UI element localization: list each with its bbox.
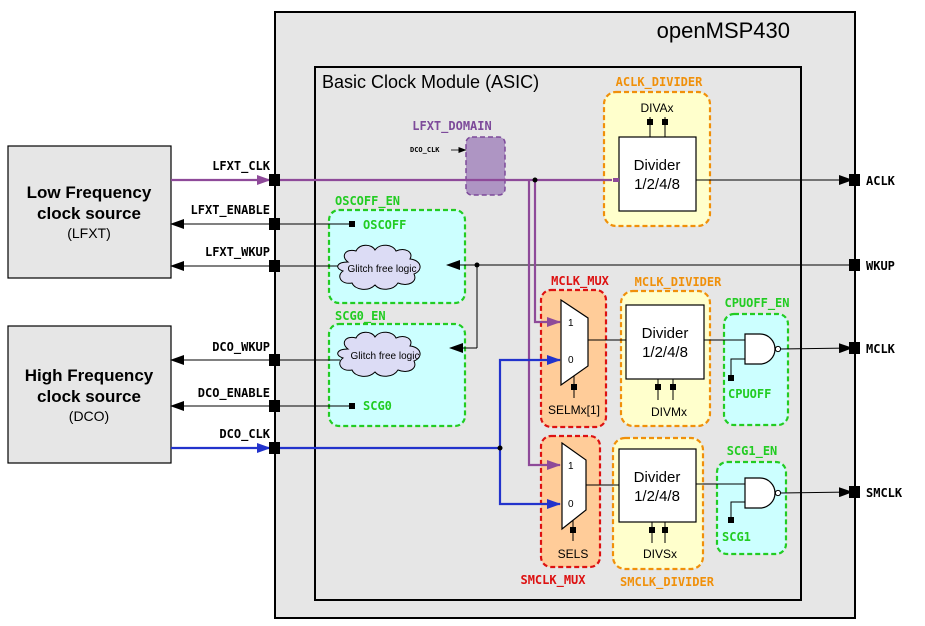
wkup-label: WKUP	[866, 259, 895, 273]
lfxt-source-sub: (LFXT)	[67, 225, 111, 241]
scg0-signal: SCG0	[363, 399, 392, 413]
dco-wkup-port	[269, 354, 280, 366]
smclk-divider-ratio: 1/2/4/8	[634, 488, 680, 505]
lfxt-wkup-port	[269, 260, 280, 272]
smclk-divider-label: Divider	[634, 469, 681, 486]
oscoff-glitch-free-logic: Glitch free logic	[337, 244, 421, 290]
aclk-port	[849, 174, 860, 186]
aclk-label: ACLK	[866, 174, 896, 188]
mclk-divider	[625, 304, 705, 380]
scg1-en-title: SCG1_EN	[727, 444, 778, 459]
divsx-label: DIVSx	[643, 547, 677, 561]
scg0-logic-label: Glitch free logic	[351, 351, 420, 362]
dco-source-line2: clock source	[37, 387, 141, 406]
lfxt-clk-label: LFXT_CLK	[212, 159, 271, 174]
divmx-label: DIVMx	[651, 405, 687, 419]
lfxt-wkup-label: LFXT_WKUP	[205, 245, 270, 260]
lfxt-domain-dco-clk-label: DCO_CLK	[410, 146, 440, 154]
oscoff-signal: OSCOFF	[363, 218, 406, 232]
cpuoff-en-title: CPUOFF_EN	[724, 296, 789, 311]
lfxt-domain-title: LFXT_DOMAIN	[412, 119, 491, 134]
basic-clock-module-title: Basic Clock Module (ASIC)	[322, 72, 539, 92]
divax-label: DIVAx	[640, 101, 673, 115]
mclk-mux-title: MCLK_MUX	[551, 274, 610, 289]
cpuoff-signal: CPUOFF	[728, 387, 771, 401]
dco-clk-port	[269, 442, 280, 454]
scg0-glitch-free-logic: Glitch free logic	[337, 331, 421, 377]
mclk-mux: 1 0	[560, 298, 589, 387]
lfxt-clk-port	[269, 174, 280, 186]
mclk-mux-in0: 0	[568, 355, 574, 366]
wkup-port	[849, 259, 860, 271]
dco-source-sub: (DCO)	[69, 408, 109, 424]
oscoff-en-title: OSCOFF_EN	[335, 194, 400, 209]
sels-label: SELS	[558, 547, 589, 561]
aclk-divider-label: Divider	[634, 157, 681, 174]
scg1-signal: SCG1	[722, 530, 751, 544]
aclk-divider-title: ACLK_DIVIDER	[616, 75, 703, 90]
openmsp430-title: openMSP430	[657, 18, 790, 43]
smclk-mux-in0: 0	[568, 499, 574, 510]
dco-source-box: High Frequency clock source (DCO)	[7, 325, 172, 464]
mclk-divider-label: Divider	[642, 325, 689, 342]
smclk-port	[849, 486, 860, 498]
smclk-divider	[618, 448, 697, 523]
lfxt-enable-port	[269, 218, 280, 230]
oscoff-logic-label: Glitch free logic	[348, 264, 417, 275]
mclk-port	[849, 342, 860, 354]
dco-wkup-label: DCO_WKUP	[212, 340, 270, 355]
dco-clk-label: DCO_CLK	[219, 427, 270, 442]
aclk-divider	[618, 136, 697, 212]
dco-source-line1: High Frequency	[25, 366, 154, 385]
mclk-mux-in1: 1	[568, 318, 574, 329]
smclk-and-gate	[744, 477, 782, 509]
mclk-label: MCLK	[866, 342, 896, 356]
selmx-label: SELMx[1]	[548, 403, 600, 417]
smclk-divider-title: SMCLK_DIVIDER	[620, 575, 715, 590]
cpuoff-en-block	[722, 312, 790, 427]
mclk-divider-title: MCLK_DIVIDER	[635, 275, 722, 290]
smclk-mux: 1 0	[561, 441, 587, 531]
lfxt-source-box: Low Frequency clock source (LFXT)	[7, 145, 172, 279]
lfxt-enable-label: LFXT_ENABLE	[191, 203, 270, 218]
lfxt-domain-block	[465, 136, 506, 196]
lfxt-source-line1: Low Frequency	[27, 183, 152, 202]
scg0-en-title: SCG0_EN	[335, 309, 386, 324]
aclk-divider-ratio: 1/2/4/8	[634, 176, 680, 193]
smclk-mux-title: SMCLK_MUX	[520, 573, 586, 588]
mclk-and-gate	[744, 333, 782, 365]
smclk-label: SMCLK	[866, 486, 903, 500]
smclk-mux-in1: 1	[568, 461, 574, 472]
lfxt-source-line2: clock source	[37, 204, 141, 223]
dco-enable-port	[269, 400, 280, 412]
dco-enable-label: DCO_ENABLE	[198, 386, 270, 401]
mclk-divider-ratio: 1/2/4/8	[642, 344, 688, 361]
